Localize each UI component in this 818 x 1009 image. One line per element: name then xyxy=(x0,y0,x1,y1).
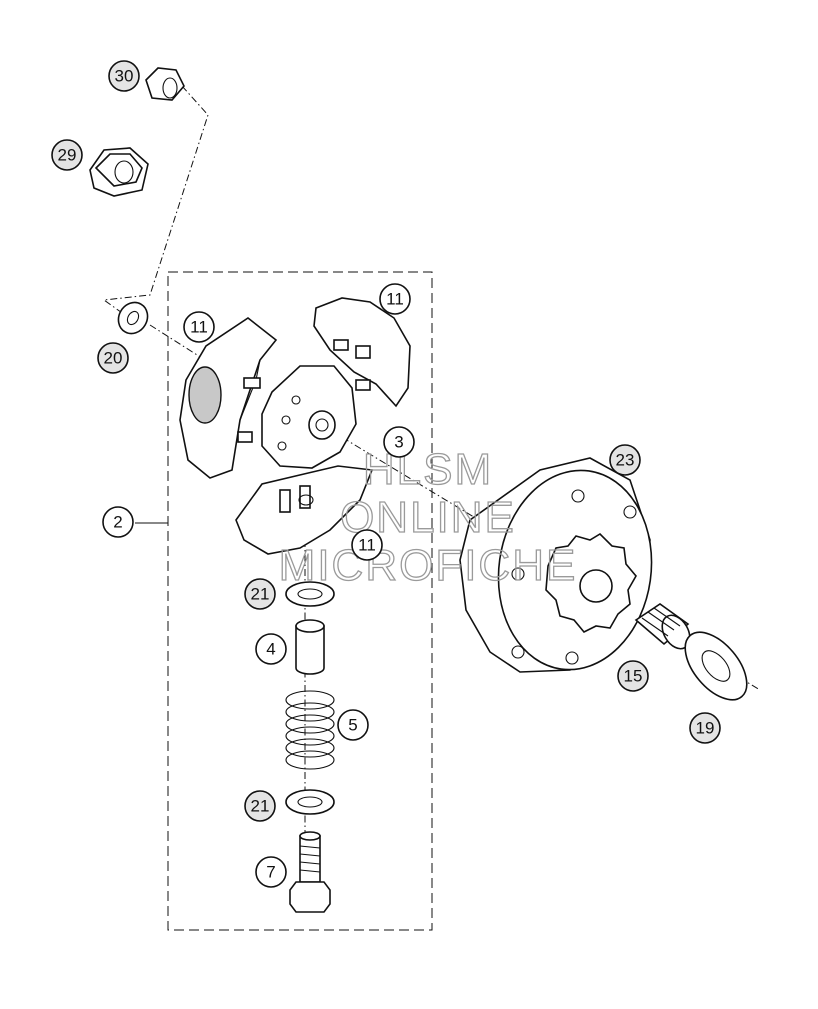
callout-label: 21 xyxy=(251,797,270,816)
callout-label: 30 xyxy=(115,67,134,86)
callout-label: 11 xyxy=(358,536,376,555)
callout-label: 11 xyxy=(190,318,208,337)
callout-label: 20 xyxy=(104,349,123,368)
callout-15: 15 xyxy=(617,660,649,692)
callout-label: 19 xyxy=(696,719,715,738)
clutch-hub-part xyxy=(261,365,357,469)
washer-part xyxy=(117,301,149,335)
callout-11-upper: 11 xyxy=(379,283,411,315)
nut-part xyxy=(145,67,185,101)
callout-label: 29 xyxy=(58,146,77,165)
collar-part xyxy=(295,619,325,675)
callout-7: 7 xyxy=(255,856,287,888)
leader-nut-chain xyxy=(102,85,209,321)
bolt-part xyxy=(289,831,331,913)
watermark-line-1: HLSM xyxy=(363,445,493,494)
callout-label: 5 xyxy=(348,716,357,735)
callout-label: 7 xyxy=(266,863,275,882)
callout-label: 15 xyxy=(624,667,643,686)
washer-19-part xyxy=(684,631,748,701)
callout-label: 23 xyxy=(616,451,635,470)
callout-label: 21 xyxy=(251,585,270,604)
leader-washer-to-shoe xyxy=(149,324,206,361)
callout-3: 3 xyxy=(383,426,415,458)
clutch-drum-part xyxy=(459,457,653,673)
callout-21-lower: 21 xyxy=(244,790,276,822)
callout-label: 2 xyxy=(113,513,122,532)
callout-11-left: 11 xyxy=(183,311,215,343)
callout-label: 11 xyxy=(386,290,404,309)
callout-label: 3 xyxy=(394,433,403,452)
callout-21-upper: 21 xyxy=(244,578,276,610)
callout-5: 5 xyxy=(337,709,369,741)
callout-4: 4 xyxy=(255,633,287,665)
callout-2: 2 xyxy=(102,506,134,538)
callout-label: 4 xyxy=(266,640,275,659)
callout-29: 29 xyxy=(51,139,83,171)
callout-23: 23 xyxy=(609,444,641,476)
clutch-shoe-left xyxy=(179,317,278,479)
callout-30: 30 xyxy=(108,60,140,92)
clutch-shoe-upper xyxy=(313,297,411,408)
assembly-boundary-box xyxy=(167,271,433,931)
washer-21-lower xyxy=(285,789,335,815)
washer-21-upper xyxy=(285,581,335,607)
spring-part xyxy=(285,690,335,770)
watermark-line-3: MICROFICHE xyxy=(279,541,578,590)
flange-nut-part xyxy=(89,147,149,197)
needle-bearing-part xyxy=(634,603,691,650)
clutch-shoe-lower xyxy=(235,465,374,555)
callout-20: 20 xyxy=(97,342,129,374)
callout-19: 19 xyxy=(689,712,721,744)
callout-11-lower: 11 xyxy=(351,529,383,561)
